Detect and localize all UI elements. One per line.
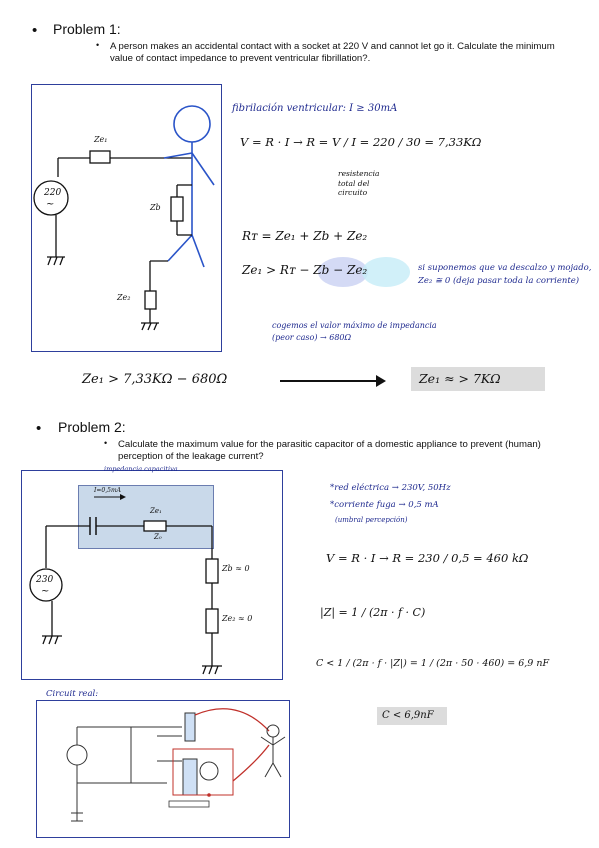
p2-real-circuit-box bbox=[36, 700, 290, 838]
p1-ze2-label: Ze₂ bbox=[117, 293, 131, 302]
problem1-sub-bullet: • bbox=[96, 40, 100, 50]
p1-ze1-label: Ze₁ bbox=[94, 135, 108, 144]
p2-real-circuit-label: Circuit real: bbox=[46, 689, 99, 699]
p2-real-circuit-diagram bbox=[66, 708, 286, 822]
p2-ze1-label: Ze₁ bbox=[150, 507, 162, 515]
problem2-sub-bullet: • bbox=[104, 438, 108, 448]
p2-final-result: C < 6,9nF bbox=[377, 707, 447, 725]
p2-threshold-note: (umbral percepción) bbox=[335, 516, 408, 524]
p2-ohm-law: V = R · I → R = 230 / 0,5 = 460 kΩ bbox=[326, 551, 529, 565]
p1-rt-equation: Rᴛ = Ze₁ + Zb + Ze₂ bbox=[242, 229, 368, 243]
p2-zb-label: Zb ≈ 0 bbox=[222, 564, 250, 573]
problem1-circuit-box: 220 ~ Ze₁ Zb Ze₂ bbox=[31, 84, 222, 352]
p1-barefoot-note: si suponemos que va descalzo y mojado, Z… bbox=[418, 263, 592, 286]
p1-ohm-law: V = R · I → R = V / I = 220 / 30 = 7,33K… bbox=[240, 135, 482, 149]
p1-zb-label: Zb bbox=[150, 203, 161, 212]
problem2-circuit-box: impedancia capacitiva I=0,5mA Ze₁ Z₀ Zb … bbox=[21, 465, 283, 680]
problem2-bullet: • bbox=[36, 420, 42, 437]
p2-impedance-eq: |Z| = 1 / (2π · f · C) bbox=[320, 606, 426, 619]
p2-appliance-highlight bbox=[78, 485, 214, 549]
problem1-circuit-diagram bbox=[33, 105, 215, 331]
p1-ac-symbol: ~ bbox=[46, 199, 55, 210]
p1-result-arrow bbox=[280, 380, 380, 382]
p1-fibrillation-note: fibrilación ventricular: I ≥ 30mA bbox=[232, 103, 398, 114]
problem2-title: Problem 2: bbox=[58, 419, 126, 435]
p1-ze1-inequality: Ze₁ > Rᴛ − Zb − Ze₂ bbox=[242, 263, 368, 277]
p1-max-impedance-note: cogemos el valor máximo de impedancia (p… bbox=[272, 321, 437, 342]
p1-final-left: Ze₁ > 7,33KΩ − 680Ω bbox=[82, 372, 228, 387]
problem2-description: Calculate the maximum value for the para… bbox=[118, 439, 541, 462]
p1-arrow-head-icon bbox=[376, 375, 386, 387]
p2-current-label: I=0,5mA bbox=[94, 487, 121, 494]
p2-cap-impedance-label: impedancia capacitiva bbox=[104, 465, 178, 473]
problem2-circuit-diagram bbox=[29, 494, 222, 675]
p2-source-label: 230 bbox=[36, 575, 54, 585]
p1-resistance-note: resistencia total del circuito bbox=[338, 169, 380, 197]
problem1-description: A person makes an accidental contact wit… bbox=[110, 41, 555, 64]
p1-source-label: 220 bbox=[44, 188, 62, 198]
p2-ze2-label: Ze₂ ≈ 0 bbox=[222, 614, 253, 623]
p1-final-result: Ze₁ ≈ > 7KΩ bbox=[411, 367, 545, 391]
p2-z0-label: Z₀ bbox=[154, 533, 162, 541]
p1-zb-highlight bbox=[318, 257, 368, 287]
p2-grid-note: *red eléctrica → 230V, 50Hz bbox=[330, 483, 451, 493]
problem1-title: Problem 1: bbox=[53, 21, 121, 37]
p1-ze2-highlight bbox=[362, 257, 410, 287]
p2-capacitance-eq: C < 1 / (2π · f · |Z|) = 1 / (2π · 50 · … bbox=[316, 658, 550, 669]
p2-ac-symbol: ~ bbox=[41, 586, 50, 597]
p2-leak-note: *corriente fuga → 0,5 mA bbox=[330, 500, 439, 510]
problem1-bullet: • bbox=[32, 22, 38, 39]
